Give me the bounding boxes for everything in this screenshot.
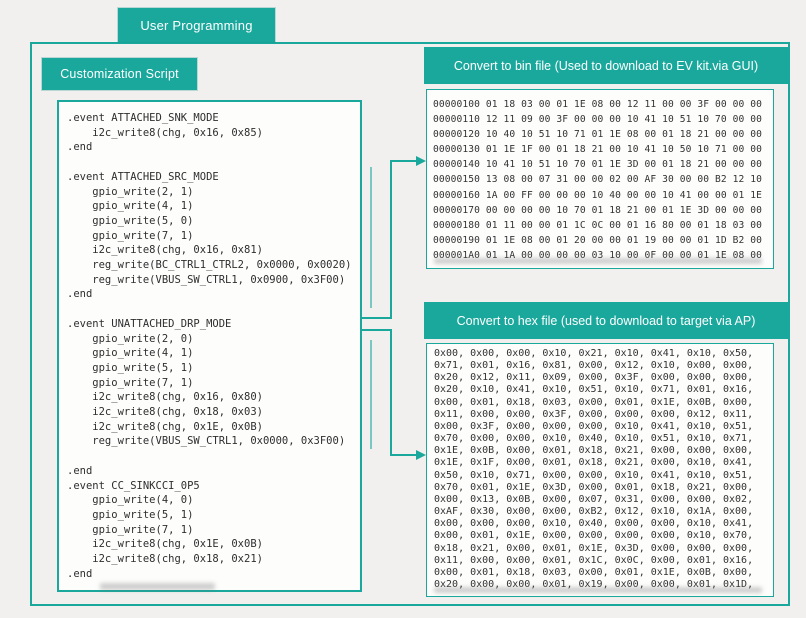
hex-file-dump: 0x00, 0x00, 0x00, 0x10, 0x21, 0x10, 0x41… <box>434 348 754 590</box>
diagram-outer-frame <box>30 42 790 606</box>
faded-text-artifact <box>434 258 762 264</box>
user-programming-label-text: User Programming <box>140 17 253 33</box>
bin-file-header-text: Convert to bin file (Used to download to… <box>453 58 759 73</box>
bin-file-dump-box: 00000100 01 18 03 00 01 1E 08 00 12 11 0… <box>426 89 774 269</box>
bin-file-dump: 00000100 01 18 03 00 01 1E 08 00 12 11 0… <box>433 99 763 261</box>
customization-script-box: .event ATTACHED_SNK_MODE i2c_write8(chg,… <box>57 100 362 592</box>
customization-script-code: .event ATTACHED_SNK_MODE i2c_write8(chg,… <box>67 112 352 580</box>
hex-file-header-text: Convert to hex file (used to download to… <box>456 313 756 328</box>
bin-file-header: Convert to bin file (Used to download to… <box>424 47 788 84</box>
user-programming-label: User Programming <box>118 8 275 42</box>
hex-file-dump-box: 0x00, 0x00, 0x00, 0x10, 0x21, 0x10, 0x41… <box>426 343 774 597</box>
faded-text-artifact <box>100 583 215 590</box>
hex-file-header: Convert to hex file (used to download to… <box>424 302 788 339</box>
faded-text-artifact <box>434 587 762 593</box>
customization-script-label-text: Customization Script <box>60 67 179 81</box>
customization-script-label: Customization Script <box>42 58 197 90</box>
